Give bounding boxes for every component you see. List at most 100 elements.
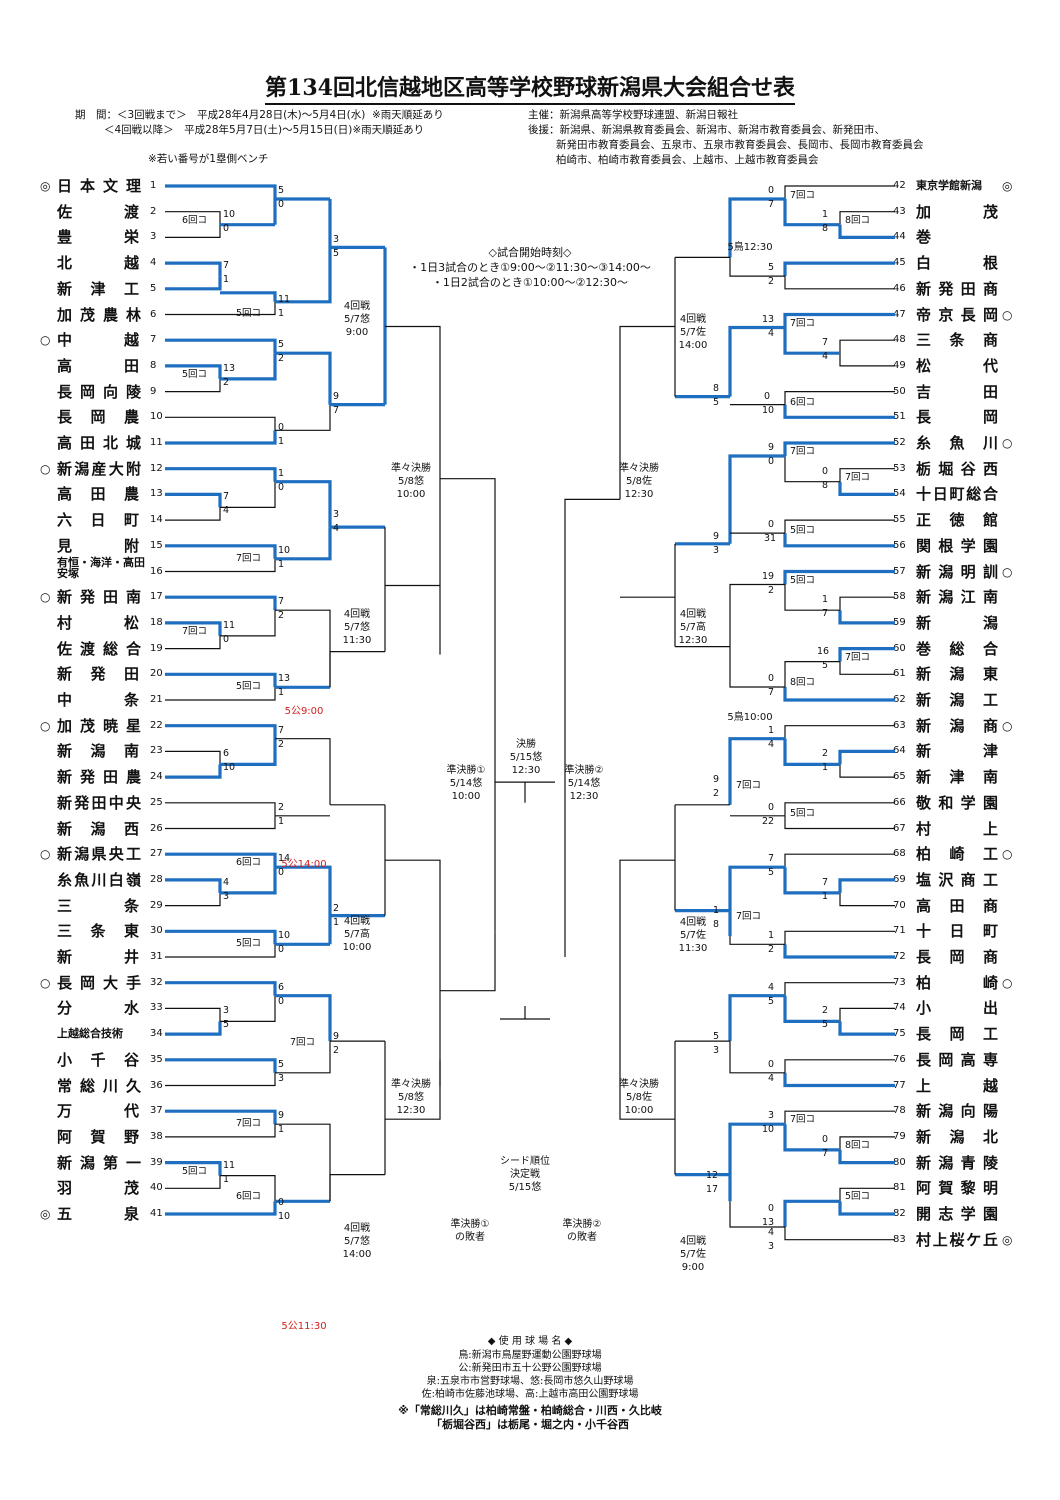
called-game-label: 7回コ — [790, 446, 816, 457]
team-number: 6 — [150, 308, 157, 320]
seed-mark: ◎ — [40, 1207, 51, 1221]
team-number: 28 — [150, 873, 163, 885]
called-game-label: 7回コ — [236, 1118, 262, 1130]
team-name: 帝京長岡 — [916, 305, 998, 324]
bracket-path — [165, 892, 221, 907]
winner-path — [165, 621, 222, 636]
called-game-label: 5回コ — [790, 574, 816, 586]
game-score: 5 — [278, 339, 285, 351]
team-name: 小出 — [916, 999, 998, 1018]
team-name: 長岡農 — [57, 408, 139, 427]
team-number: 60 — [893, 642, 906, 654]
game-score: 4 — [223, 505, 230, 517]
game-score: 19 — [762, 570, 775, 582]
called-game-label: 6回コ — [182, 214, 208, 226]
team-number: 43 — [893, 205, 906, 217]
team-name: 白根 — [916, 254, 998, 273]
team-number: 22 — [150, 719, 163, 731]
team-number: 41 — [150, 1208, 163, 1219]
team-number: 46 — [893, 282, 906, 294]
game-score: 0 — [278, 995, 285, 1007]
team-name: 新発田 — [57, 665, 139, 684]
game-score: 4 — [768, 327, 775, 339]
bench-note: ※若い番号が1塁側ベンチ — [148, 153, 269, 165]
seed-mark: ◎ — [1002, 1232, 1013, 1247]
game-score: 7 — [278, 724, 285, 736]
winner-path — [838, 481, 895, 496]
team-number: 49 — [893, 359, 906, 371]
game-score: 13 — [278, 673, 291, 685]
team-number: 47 — [893, 308, 906, 320]
called-game-label: 5回コ — [845, 1191, 871, 1203]
game-score: 0 — [768, 1058, 775, 1070]
team-number: 10 — [150, 411, 163, 423]
team-number: 32 — [150, 976, 163, 988]
seed-mark: ○ — [40, 590, 51, 605]
winner-path — [165, 852, 277, 868]
note-2: 「栃堀谷西」は栃尾・堀之内・小千谷西 — [431, 1418, 629, 1431]
game-score: 8 — [713, 382, 720, 394]
game-score: 0 — [278, 422, 285, 434]
venue-4: 佐:柏崎市佐藤池球場、高:上越市高田公園野球場 — [421, 1389, 639, 1400]
bracket-path — [165, 635, 221, 650]
bracket-path — [165, 1007, 221, 1022]
team-name: 吉田 — [916, 382, 998, 401]
bracket-path — [220, 610, 276, 637]
bracket-path — [165, 1124, 276, 1138]
qf-left-2-label: 準々決勝 5/8悠 12:30 — [391, 1079, 431, 1116]
game-score: 1 — [278, 307, 285, 319]
team-name: 新潟西 — [57, 819, 139, 838]
team-number: 69 — [893, 873, 906, 885]
team-name: 塩沢商工 — [916, 870, 998, 889]
winner-path — [220, 867, 277, 895]
team-number: 21 — [150, 694, 163, 705]
team-name: 十日町総合 — [916, 485, 998, 504]
team-name: 敬和学園 — [916, 793, 998, 812]
team-number: 13 — [150, 488, 163, 500]
team-name: 長岡商 — [916, 948, 998, 966]
team-number: 35 — [150, 1053, 163, 1065]
team-number: 5 — [150, 282, 157, 294]
team-number: 29 — [150, 899, 163, 911]
bracket-path — [784, 519, 895, 534]
team-number: 44 — [893, 231, 906, 243]
bracket-path — [440, 931, 496, 992]
game-score: 0 — [768, 456, 775, 467]
called-game-label: 5回コ — [236, 307, 262, 319]
team-number: 16 — [150, 565, 163, 577]
r5-label-2: 5鳥10:00 — [727, 712, 773, 723]
called-game-label: 7回コ — [182, 625, 208, 637]
bracket-path — [839, 1007, 895, 1022]
winner-path — [220, 353, 277, 381]
date-label-red-2: 5公14:00 — [281, 859, 327, 870]
called-game-label: 7回コ — [790, 1114, 816, 1126]
bracket-path — [165, 224, 221, 238]
game-score: 8 — [822, 479, 829, 491]
winner-path — [165, 184, 277, 199]
team-number: 50 — [893, 385, 906, 397]
team-number: 24 — [150, 771, 163, 783]
team-number: 67 — [893, 822, 906, 834]
game-score: 1 — [278, 467, 285, 479]
winner-path — [838, 749, 895, 765]
game-score: 3 — [223, 1005, 230, 1017]
team-number: 42 — [893, 180, 906, 191]
game-score: 31 — [764, 533, 777, 545]
seed-mark: ○ — [40, 718, 51, 733]
game-score: 0 — [822, 465, 829, 477]
team-number: 70 — [893, 899, 906, 911]
team-number: 9 — [150, 385, 157, 397]
game-score: 1 — [768, 724, 775, 736]
team-name: 長岡大手 — [57, 973, 141, 992]
bracket-path — [729, 257, 785, 277]
team-name: 羽茂 — [57, 1179, 139, 1198]
team-number: 19 — [150, 642, 163, 654]
winner-path — [838, 1149, 895, 1165]
winner-path — [783, 1072, 895, 1088]
game-score: 2 — [768, 944, 775, 956]
game-score: 0 — [768, 519, 775, 531]
team-name: 新潟青陵 — [916, 1153, 998, 1172]
team-number: 20 — [150, 668, 163, 680]
seed-mark: ○ — [1002, 436, 1013, 450]
winner-path — [165, 261, 222, 277]
